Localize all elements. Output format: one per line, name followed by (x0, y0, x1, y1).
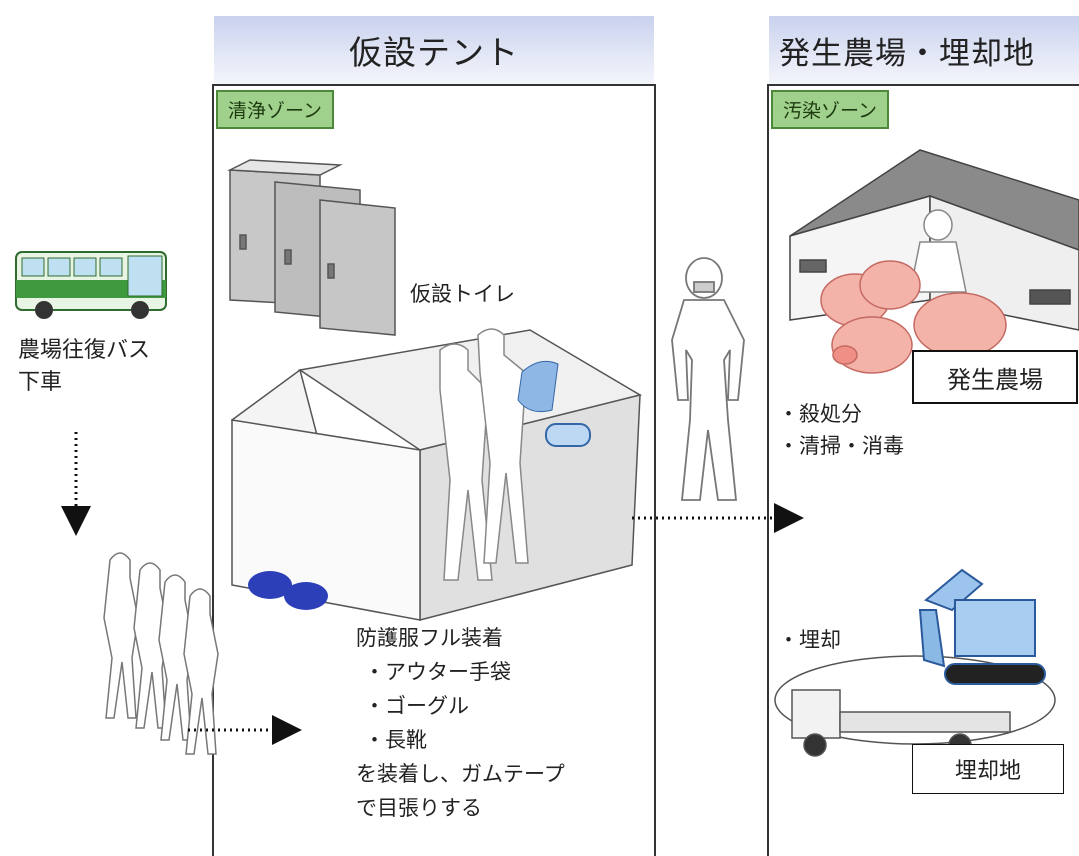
tent-header: 仮設テント (214, 16, 654, 84)
farm-worker-icon (909, 209, 967, 293)
tent-icon (231, 329, 642, 621)
gear-note-1: を装着し、ガムテープ (356, 762, 565, 786)
boots-icon (248, 571, 328, 610)
bus-icon (15, 251, 167, 319)
truck-icon (791, 689, 1011, 757)
burial-site-box: 埋却地 (912, 744, 1064, 794)
gear-note-2: で目張りする (356, 796, 482, 820)
walking-people-icon (103, 552, 219, 755)
protective-suit-figure-icon (671, 257, 745, 501)
pig-icon (820, 260, 1007, 374)
worker-icon (439, 328, 529, 581)
goggles-icon (545, 423, 591, 447)
gear-item: ・ゴーグル (364, 694, 469, 718)
gloves-icon (517, 360, 559, 413)
task-item: ・殺処分 (778, 402, 862, 426)
farm-site-box: 発生農場 (912, 350, 1078, 404)
excavator-icon (918, 568, 1046, 685)
contaminated-zone-tag: 汚染ゾーン (771, 90, 890, 129)
gear-title: 防護服フル装着 (356, 626, 503, 650)
alight-label: 下車 (18, 370, 63, 395)
clean-zone-box (212, 84, 656, 856)
portable-toilet-icon (227, 159, 396, 336)
bus-label: 農場往復バス (18, 338, 151, 363)
toilet-label: 仮設トイレ (410, 282, 515, 306)
burial-label: ・埋却 (778, 628, 841, 652)
contaminated-zone-box (767, 84, 1079, 856)
task-item: ・清掃・消毒 (778, 434, 904, 458)
gear-item: ・長靴 (364, 728, 427, 752)
clean-zone-tag: 清浄ゾーン (216, 90, 335, 129)
gear-item: ・アウター手袋 (364, 660, 511, 684)
farm-header: 発生農場・埋却地 (769, 16, 1079, 84)
